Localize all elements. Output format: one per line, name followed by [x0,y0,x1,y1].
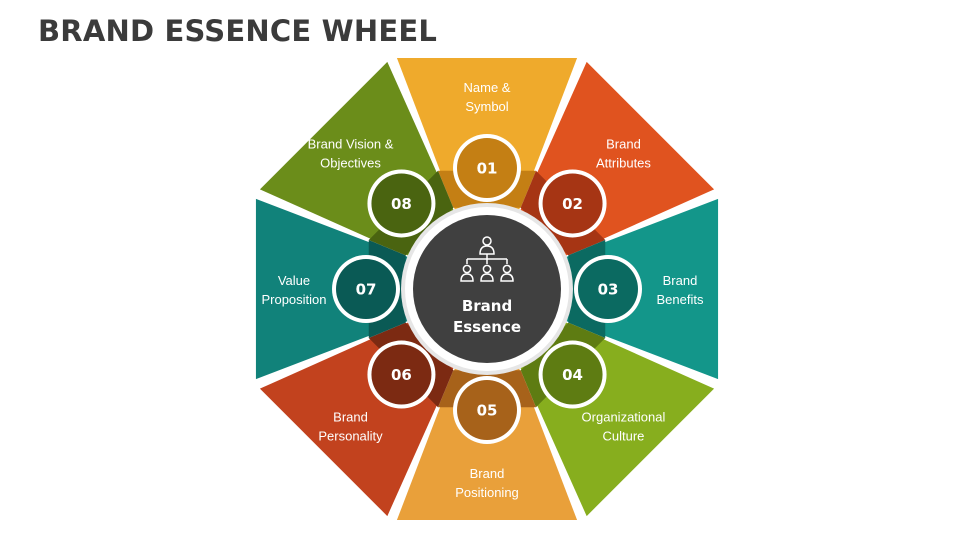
segment-03-label-line1: Brand [663,273,698,288]
lobe-03 [578,259,638,319]
segment-06-label-line1: Brand [333,409,368,424]
segment-02-label-line1: Brand [606,137,641,152]
segment-04-label-line2: Culture [603,428,645,443]
segment-05-label-line2: Positioning [455,485,519,500]
segment-07-label-line1: Value [278,273,310,288]
segment-06-label-line2: Personality [318,428,383,443]
center-label-line1: Brand [462,297,512,315]
lobe-01 [457,138,517,198]
segment-number-03: 03 [598,281,619,299]
segment-05-label-line1: Brand [470,466,505,481]
segment-number-04: 04 [562,366,583,384]
segment-08-label-line2: Objectives [320,156,381,171]
segment-08-label-line1: Brand Vision & [308,137,394,152]
number-lobes: 01 02 03 04 05 06 07 08 [332,134,642,444]
lobe-06 [371,344,432,405]
segment-number-05: 05 [477,402,498,420]
segment-number-06: 06 [391,366,412,384]
lobe-05 [457,380,517,440]
segment-02-label-line2: Attributes [596,156,651,171]
segment-01-label-line2: Symbol [465,99,508,114]
center-label-line2: Essence [453,318,521,336]
segment-number-07: 07 [356,281,377,299]
center-circle [413,215,561,363]
center-hub: Brand Essence [401,203,573,375]
segment-07-label-line2: Proposition [261,292,326,307]
lobe-07 [336,259,396,319]
segment-number-08: 08 [391,195,412,213]
lobe-04 [542,344,603,405]
hierarchy-people-icon [460,236,514,282]
segment-03-label-line2: Benefits [657,292,704,307]
lobe-02 [542,173,603,234]
segment-04-label-line1: Organizational [582,409,666,424]
page-title: BRAND ESSENCE WHEEL [38,14,438,48]
segment-01-label-line1: Name & [464,80,511,95]
lobe-08 [371,173,432,234]
segment-number-02: 02 [562,195,583,213]
segment-number-01: 01 [477,160,498,178]
